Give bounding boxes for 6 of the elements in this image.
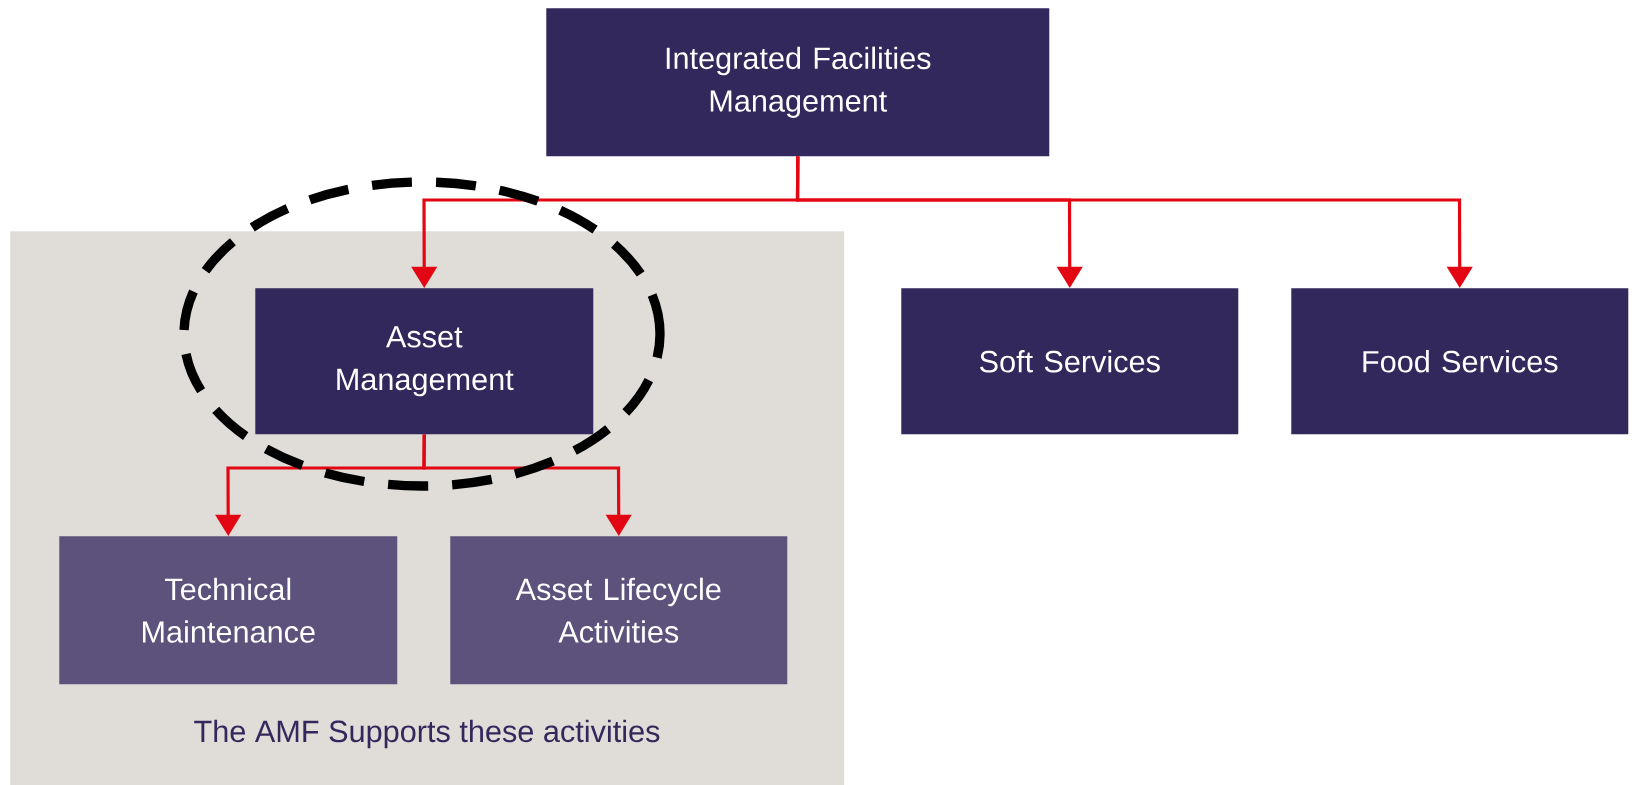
process-box: Integrated Facilities Management bbox=[546, 8, 1050, 157]
process-box: Asset Lifecycle Activities bbox=[450, 536, 788, 685]
process-box: Soft Services bbox=[901, 288, 1239, 435]
process-box: Technical Maintenance bbox=[59, 536, 398, 685]
process-box: Food Services bbox=[1291, 288, 1629, 435]
process-box: Asset Management bbox=[255, 288, 594, 435]
